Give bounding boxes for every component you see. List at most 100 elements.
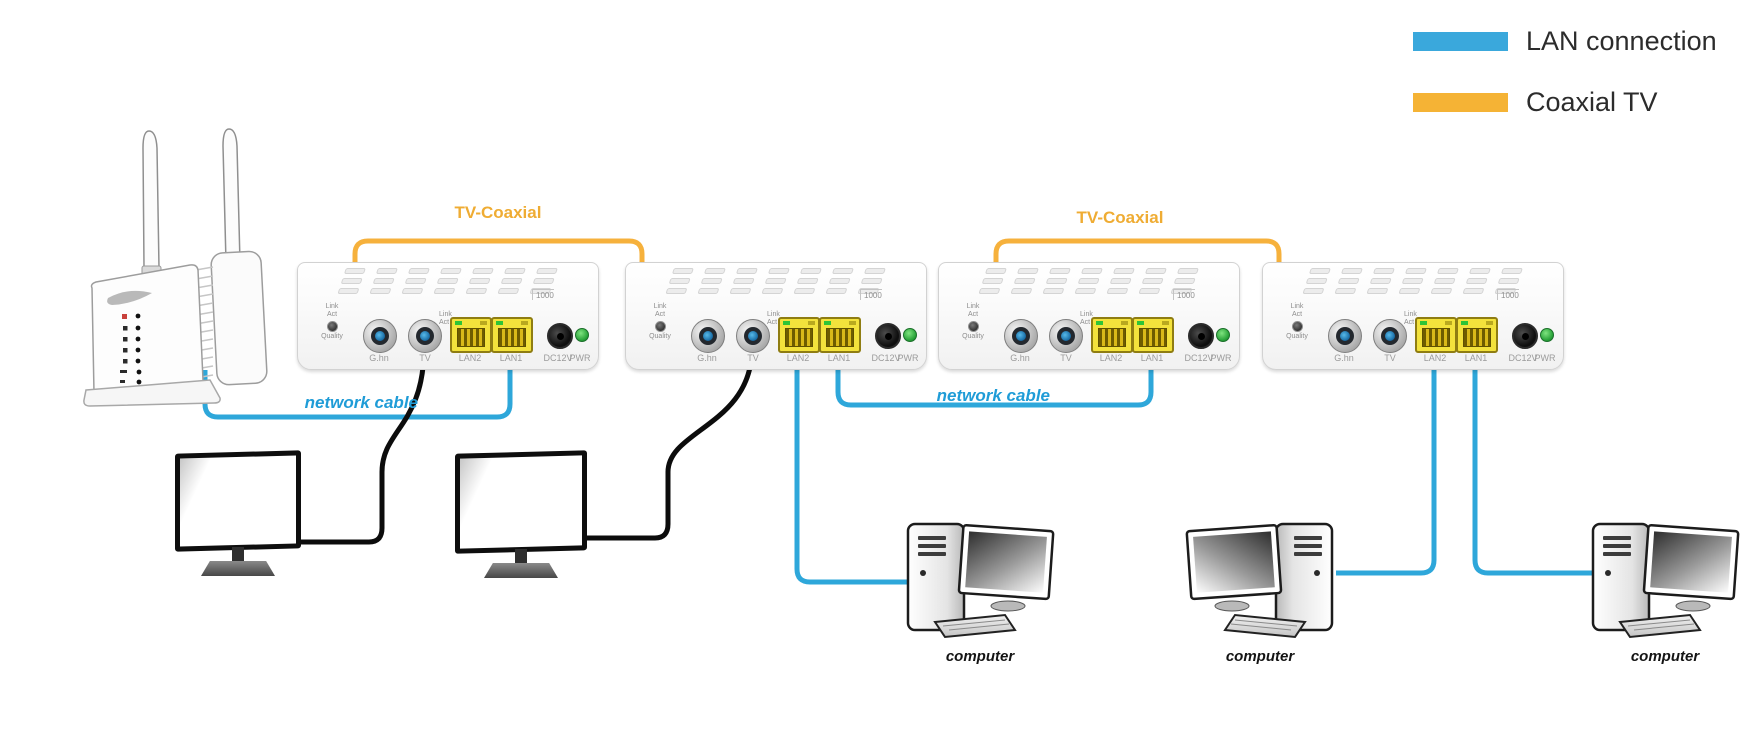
tv-screen <box>175 450 301 552</box>
lan-color-swatch <box>1413 32 1508 51</box>
lan-cable-adapter4-computer2 <box>1336 348 1437 576</box>
tv-cable-adapter1-tv1 <box>298 347 427 545</box>
dc-power-port <box>547 323 573 349</box>
network-cable-label-1: network cable <box>304 393 418 412</box>
tv-screen <box>455 450 587 554</box>
lan2-port <box>778 317 820 353</box>
tv-coax-port <box>408 319 442 353</box>
lan1-port-label: LAN1 <box>499 353 523 363</box>
tv-port-label: TV <box>747 353 759 363</box>
pwr-label: PWR <box>897 353 919 363</box>
tv-coax-port <box>1049 319 1083 353</box>
coax-cable-1 <box>352 238 645 300</box>
dc-power-port <box>875 323 901 349</box>
power-led <box>575 328 589 342</box>
router-status-leds <box>120 313 142 385</box>
legend-lan-label: LAN connection <box>1526 26 1717 56</box>
lan2-port <box>450 317 492 353</box>
dc-port-label: DC12V <box>1508 353 1538 363</box>
lan1-port <box>1132 317 1174 353</box>
computer-2-label: computer <box>1225 648 1295 665</box>
dc-port-label: DC12V <box>871 353 901 363</box>
lan1-port-label: LAN1 <box>1140 353 1164 363</box>
lan-cable-adapter2-adapter3 <box>835 348 1154 408</box>
lan-cable-adapter2-computer1 <box>794 348 914 585</box>
legend-coax: Coaxial TV <box>1413 87 1717 118</box>
dc-port-label: DC12V <box>1184 353 1214 363</box>
vent-grille <box>1302 268 1523 294</box>
computer-2 <box>1185 522 1334 639</box>
tv-port-label: TV <box>419 353 431 363</box>
lan1-port-label: LAN1 <box>827 353 851 363</box>
lan-cable-router-adapter1 <box>202 350 513 420</box>
ghn-port-label: G.hn <box>697 353 717 363</box>
lan2-port-label: LAN2 <box>786 353 810 363</box>
ghn-coax-port <box>691 319 725 353</box>
tv-stand-neck <box>515 549 527 564</box>
coax-cable-label-1: TV-Coaxial <box>454 203 542 222</box>
lan1-port <box>819 317 861 353</box>
network-cable-label-2: network cable <box>936 386 1050 405</box>
ghn-coax-port <box>1004 319 1038 353</box>
gigabit-label: 1000 <box>1497 289 1519 300</box>
wireless-router <box>83 128 268 407</box>
lan2-port <box>1091 317 1133 353</box>
power-led <box>1216 328 1230 342</box>
lan1-port-label: LAN1 <box>1464 353 1488 363</box>
tv-stand-neck <box>232 547 244 562</box>
computer-3-label: computer <box>1630 648 1700 665</box>
legend-coax-label: Coaxial TV <box>1526 87 1658 117</box>
coax-cable-label-2: TV-Coaxial <box>1076 208 1164 227</box>
lan1-port <box>1456 317 1498 353</box>
tv-coax-port <box>1373 319 1407 353</box>
ghn-coax-port <box>363 319 397 353</box>
vent-grille <box>978 268 1199 294</box>
quality-led <box>654 321 666 332</box>
tv-2 <box>455 450 587 580</box>
gigabit-label: 1000 <box>1173 289 1195 300</box>
computer-1-label: computer <box>945 648 1015 665</box>
lan2-port <box>1415 317 1457 353</box>
gigabit-label: 1000 <box>860 289 882 300</box>
computer-1 <box>906 522 1055 639</box>
dc-power-port <box>1188 323 1214 349</box>
legend-lan: LAN connection <box>1413 26 1717 57</box>
legend: LAN connection Coaxial TV <box>1413 26 1717 118</box>
tv-1 <box>175 450 301 578</box>
coax-color-swatch <box>1413 93 1508 112</box>
lan-cable-adapter4-computer3 <box>1472 348 1600 576</box>
dc-port-label: DC12V <box>543 353 573 363</box>
coax-cable-2 <box>993 238 1282 300</box>
power-led <box>903 328 917 342</box>
tv-cable-adapter2-tv2 <box>586 347 755 541</box>
vent-grille <box>665 268 886 294</box>
ghn-port-label: G.hn <box>369 353 389 363</box>
lan2-port-label: LAN2 <box>1099 353 1123 363</box>
tv-port-label: TV <box>1384 353 1396 363</box>
tv-stand-base <box>484 563 558 578</box>
computer-3 <box>1591 522 1740 639</box>
tv-port-label: TV <box>1060 353 1072 363</box>
quality-led <box>1291 321 1303 332</box>
dc-power-port <box>1512 323 1538 349</box>
pwr-label: PWR <box>1534 353 1556 363</box>
ghn-coax-port <box>1328 319 1362 353</box>
ghn-port-label: G.hn <box>1010 353 1030 363</box>
quality-led <box>967 321 979 332</box>
lan2-port-label: LAN2 <box>458 353 482 363</box>
power-led <box>1540 328 1554 342</box>
vent-grille <box>337 268 558 294</box>
